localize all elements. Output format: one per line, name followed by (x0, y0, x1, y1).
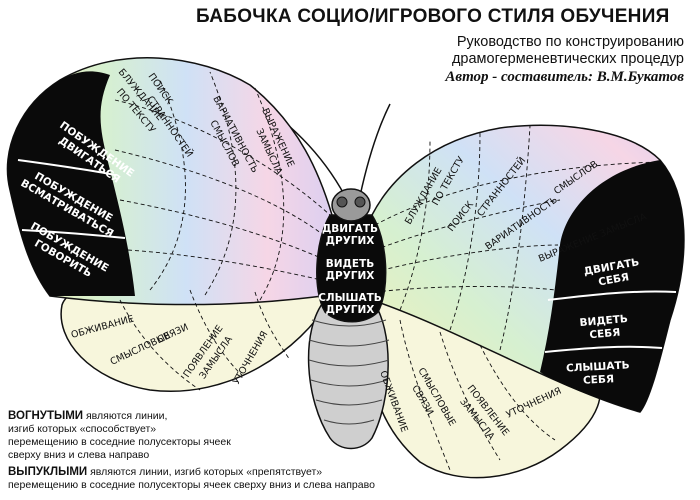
body-label-3a: СЛЫШАТЬ (318, 292, 382, 304)
right-grid-col-2 (449, 131, 481, 331)
band-separators (17, 159, 677, 353)
abdomen-seg-1 (311, 319, 387, 327)
right-grid-col-1 (399, 139, 431, 311)
right-lower-grid-2 (439, 331, 501, 461)
left-grid-col-1 (149, 79, 186, 291)
right-black-2a: ВИДЕТЬ (579, 313, 628, 329)
left-band-sep-1 (17, 159, 116, 176)
right-black-1b: СЕБЯ (597, 271, 630, 288)
left-grid-row-1 (114, 99, 331, 216)
left-eye (336, 196, 348, 208)
right-black-2b: СЕБЯ (589, 327, 621, 342)
left-lower-grid-3 (254, 291, 291, 361)
convex-word: ВЫПУКЛЫМИ (8, 466, 88, 478)
left-lower-grid-1 (119, 299, 201, 391)
right-lower-grid-3 (479, 344, 556, 441)
right-grid-row-1 (374, 161, 661, 226)
right-grid-row-4 (374, 286, 557, 293)
page-title: БАБОЧКА СОЦИО/ИГРОВОГО СТИЛЯ ОБУЧЕНИЯ (196, 6, 670, 27)
right-antenna (359, 103, 391, 197)
subtitle-line-1: Руководство по конструированию (456, 34, 684, 50)
convex-line-2: перемещению в соседние полусекторы ячеек… (8, 479, 375, 491)
abdomen (307, 299, 389, 450)
right-black-label-3: СЛЫШАТЬ СЕБЯ (566, 359, 630, 387)
left-band-sep-2 (21, 229, 126, 239)
right-black-3a: СЛЫШАТЬ (566, 359, 630, 374)
abdomen-seg-3 (308, 359, 390, 367)
body-label-3b: ДРУГИХ (326, 304, 375, 316)
body-label-2b: ДРУГИХ (326, 270, 375, 282)
left-grid-col-2 (204, 71, 237, 296)
abdomen-seg-2 (308, 339, 390, 347)
abdomen-seg-5 (315, 399, 383, 406)
thorax (316, 214, 387, 323)
left-black-band (7, 71, 135, 296)
abdomen-segments (308, 319, 390, 425)
right-grid-row-2 (374, 199, 561, 251)
body-label-1b: ДРУГИХ (326, 235, 375, 247)
concave-rest: являются линии, (83, 410, 168, 422)
left-wing-grid (114, 71, 331, 301)
concave-word: ВОГНУТЫМИ (8, 410, 84, 422)
right-eye (354, 196, 366, 208)
left-grid-row-4 (127, 249, 331, 283)
right-band-sep-2 (544, 345, 663, 353)
subtitle-line-2: драмогерменевтических процедур (451, 51, 684, 67)
right-black-label-2: ВИДЕТЬ СЕБЯ (579, 313, 628, 342)
left-grid-row-3 (119, 199, 331, 263)
left-grid-col-3 (254, 87, 285, 301)
abdomen-seg-6 (323, 419, 375, 425)
concave-line-3: перемещению в соседние полусекторы ячеек (8, 436, 231, 448)
author-line: Автор - составитель: В.М.Букатов (445, 69, 684, 85)
concave-line-2: изгиб которых «способствует» (8, 423, 157, 435)
subtitle: Руководство по конструированию драмогерм… (452, 34, 684, 68)
body-label-2a: ВИДЕТЬ (326, 258, 374, 270)
convex-note: ВЫПУКЛЫМИ являются линии, изгиб которых … (8, 466, 375, 492)
abdomen-seg-4 (310, 379, 388, 387)
right-wing-grid (374, 125, 661, 351)
convex-rest: являются линии, изгиб которых «препятств… (87, 466, 323, 478)
right-band-sep-1 (547, 290, 677, 301)
right-black-3b: СЕБЯ (583, 373, 615, 387)
lower-wing-grid (119, 289, 556, 471)
right-grid-row-3 (374, 244, 559, 273)
body-label-1a: ДВИГАТЬ (322, 223, 378, 235)
left-lower-grid-2 (189, 289, 246, 379)
concave-note: ВОГНУТЫМИ являются линии, изгиб которых … (8, 410, 231, 462)
right-grid-col-3 (499, 125, 531, 351)
concave-line-4: сверху вниз и слева направо (8, 449, 150, 461)
right-lower-grid-1 (399, 319, 451, 471)
